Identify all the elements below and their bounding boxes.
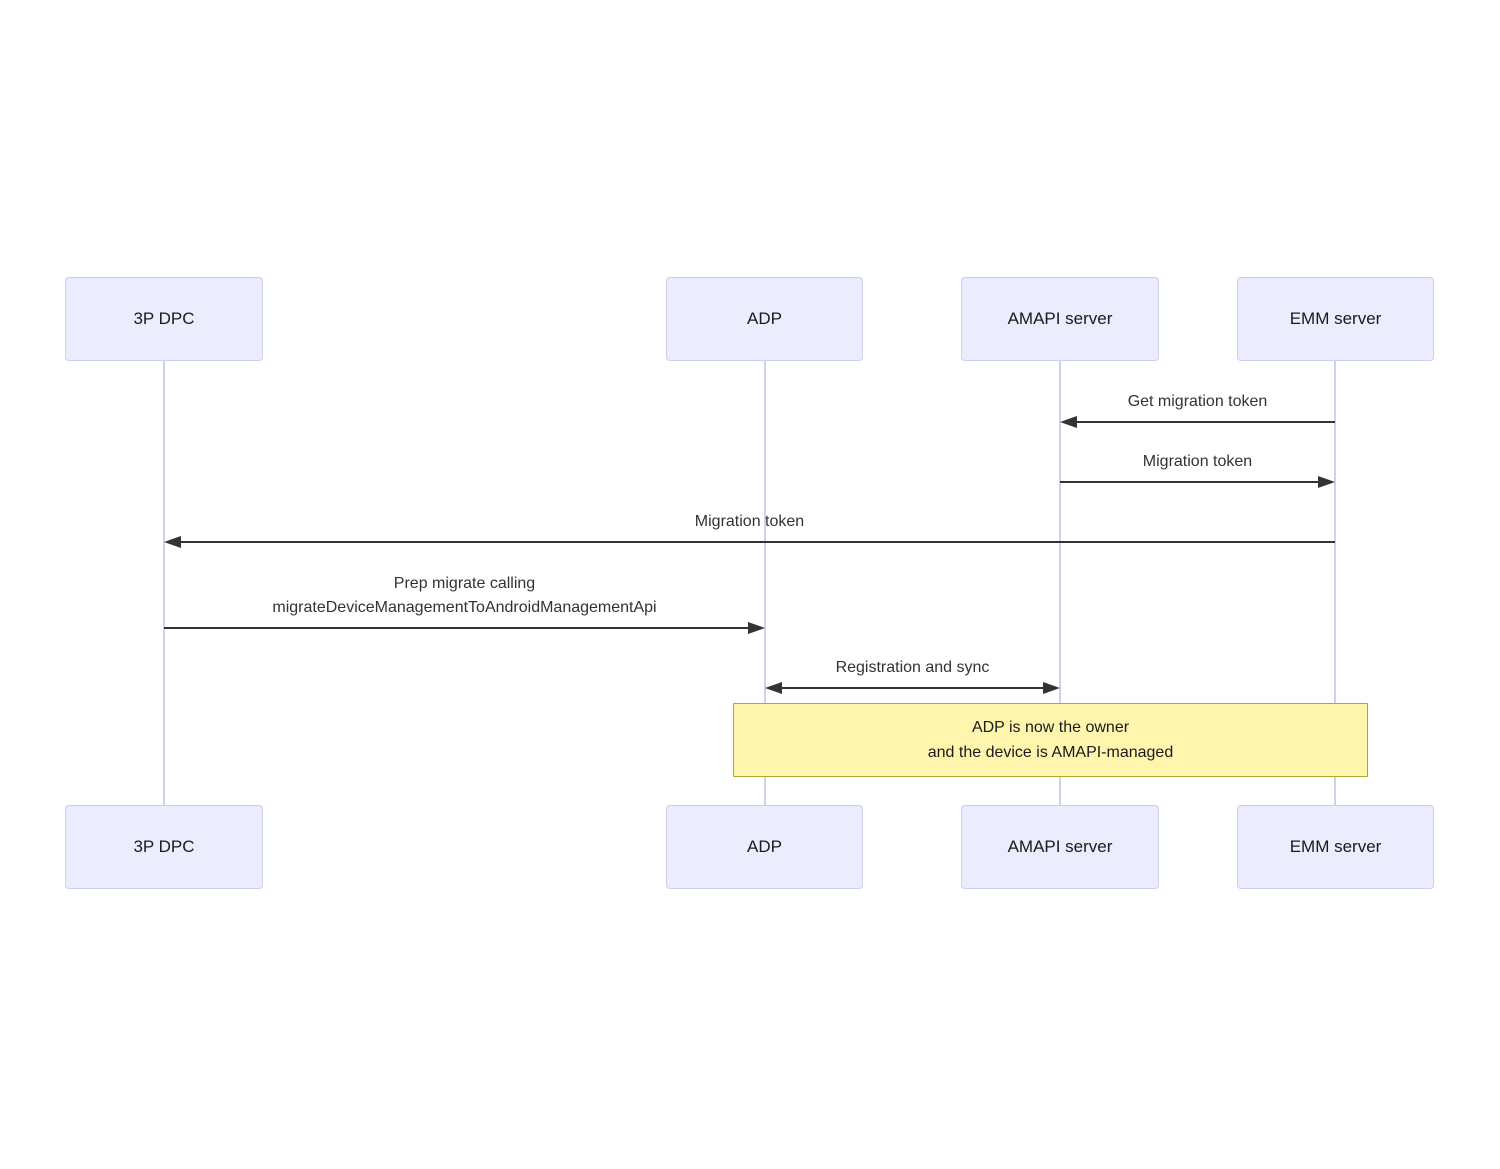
message-line [779,687,1046,689]
arrowhead-right-icon [1043,682,1060,694]
actor-label: AMAPI server [1007,309,1113,328]
note-line: ADP is now the owner [971,719,1130,736]
message-line [1060,481,1321,483]
message-line [164,627,751,629]
arrowhead-left-icon [164,536,181,548]
note-adp-owner: ADP is now the owner and the device is A… [733,703,1368,777]
lifeline-amapi-server [1059,360,1061,806]
actor-top-emm-server: EMM server [1237,277,1434,361]
actor-label: 3P DPC [133,837,195,856]
note-line: and the device is AMAPI-managed [927,744,1174,761]
actor-label: ADP [747,309,782,328]
message-label-registration-and-sync: Registration and sync [835,659,990,676]
actor-label: 3P DPC [133,309,195,328]
actor-bottom-emm-server: EMM server [1237,805,1434,889]
lifeline-emm-server [1334,360,1336,806]
actor-label: AMAPI server [1007,837,1113,856]
actor-top-3p-dpc: 3P DPC [65,277,263,361]
actor-label: EMM server [1289,309,1382,328]
arrowhead-left-icon [1060,416,1077,428]
lifeline-adp [764,360,766,806]
message-label-prep-migrate: Prep migrate calling migrateDeviceManage… [164,572,765,620]
message-label-line: migrateDeviceManagementToAndroidManageme… [272,599,657,616]
actor-top-adp: ADP [666,277,863,361]
actor-label: EMM server [1289,837,1382,856]
actor-bottom-3p-dpc: 3P DPC [65,805,263,889]
actor-top-amapi-server: AMAPI server [961,277,1159,361]
message-line [1074,421,1335,423]
arrowhead-right-icon [748,622,765,634]
message-label-migration-token: Migration token [1142,453,1253,470]
actor-bottom-adp: ADP [666,805,863,889]
message-label-get-migration-token: Get migration token [1127,393,1268,410]
lifeline-3p-dpc [163,360,165,806]
message-label-migration-token-long: Migration token [694,513,805,530]
arrowhead-left-icon [765,682,782,694]
actor-label: ADP [747,837,782,856]
actor-bottom-amapi-server: AMAPI server [961,805,1159,889]
message-line [178,541,1335,543]
arrowhead-right-icon [1318,476,1335,488]
message-label-line: Prep migrate calling [393,575,536,592]
